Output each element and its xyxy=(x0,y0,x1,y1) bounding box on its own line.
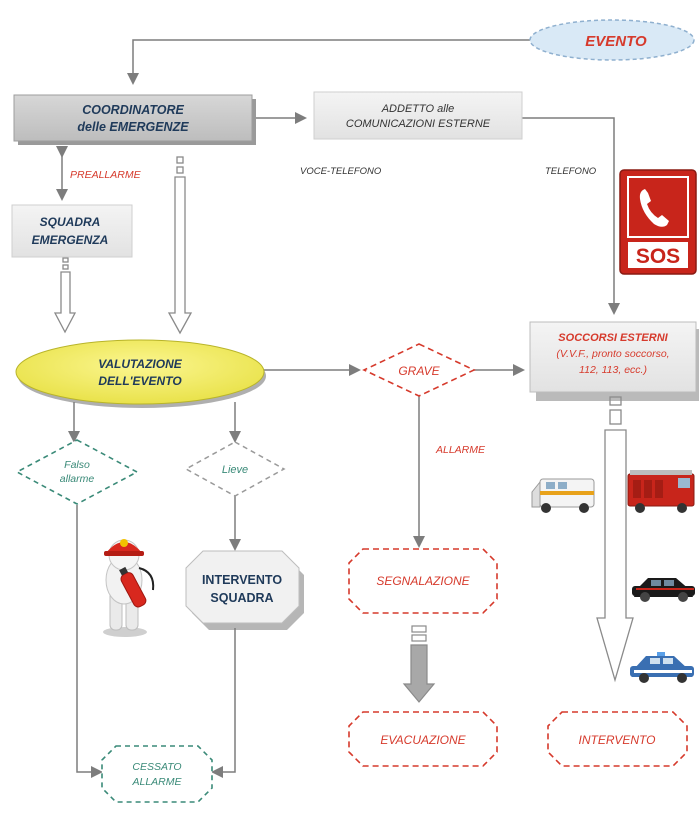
block-arrow-segnalazione-to-evacuazione xyxy=(402,625,436,703)
node-intervento: INTERVENTO xyxy=(547,711,688,767)
node-squadra: SQUADRA EMERGENZA xyxy=(11,204,133,258)
carabinieri-car-icon xyxy=(632,578,695,602)
segnalazione-text: SEGNALAZIONE xyxy=(376,574,470,588)
node-cessato-allarme: CESSATO ALLARME xyxy=(101,745,213,803)
coordinatore-line1: COORDINATORE xyxy=(82,103,184,117)
intervento-text: INTERVENTO xyxy=(579,733,656,747)
sos-text: SOS xyxy=(636,245,680,268)
evento-text: EVENTO xyxy=(585,33,647,50)
label-allarme: ALLARME xyxy=(435,444,486,456)
telephone-handset-icon xyxy=(639,189,669,227)
node-intervento-squadra: INTERVENTO SQUADRA xyxy=(185,550,304,630)
node-addetto: ADDETTO alle COMUNICAZIONI ESTERNE xyxy=(313,91,523,140)
node-valutazione: VALUTAZIONE DELL'EVENTO xyxy=(15,339,266,408)
evacuazione-text: EVACUAZIONE xyxy=(380,733,466,747)
addetto-line2: COMUNICAZIONI ESTERNE xyxy=(346,118,491,130)
coordinatore-line2: delle EMERGENZE xyxy=(77,120,189,134)
arrow-addetto-to-soccorsi xyxy=(522,117,620,315)
cessato-line1: CESSATO xyxy=(132,761,181,773)
label-preallarme: PREALLARME xyxy=(70,169,142,181)
block-arrow-coordinatore-to-valutazione xyxy=(167,156,193,335)
arrow-evento-to-coordinatore xyxy=(127,39,530,85)
soccorsi-line1: SOCCORSI ESTERNI xyxy=(558,332,668,344)
node-coordinatore: COORDINATORE delle EMERGENZE xyxy=(13,94,256,145)
block-arrow-squadra-to-valutazione xyxy=(53,257,77,334)
valutazione-line1: VALUTAZIONE xyxy=(98,357,183,371)
fire-truck-icon xyxy=(627,470,695,513)
block-arrow-soccorsi-to-intervento xyxy=(596,396,634,683)
connectors xyxy=(56,39,620,778)
soccorsi-line3: 112, 113, ecc.) xyxy=(579,364,647,376)
sos-sign: SOS xyxy=(619,169,697,275)
node-evacuazione: EVACUAZIONE xyxy=(348,711,498,767)
arrow-intervento-squadra-to-cessato xyxy=(211,628,236,778)
node-grave: GRAVE xyxy=(362,343,476,397)
valutazione-line2: DELL'EVENTO xyxy=(98,374,182,388)
intervento-squadra-line2: SQUADRA xyxy=(210,591,273,605)
node-evento: EVENTO xyxy=(529,19,695,61)
falso-line2: allarme xyxy=(60,473,95,485)
grave-text: GRAVE xyxy=(398,364,440,378)
lieve-text: Lieve xyxy=(222,464,248,476)
ambulance-icon xyxy=(531,478,595,513)
label-telefono: TELEFONO xyxy=(545,166,597,177)
node-segnalazione: SEGNALAZIONE xyxy=(348,548,498,614)
police-car-icon xyxy=(630,652,694,683)
arrow-falso-to-cessato xyxy=(76,505,103,778)
falso-line1: Falso xyxy=(64,459,90,471)
addetto-line1: ADDETTO alle xyxy=(381,103,455,115)
node-soccorsi: SOCCORSI ESTERNI (V.V.F., pronto soccors… xyxy=(529,321,699,401)
node-lieve: Lieve xyxy=(184,441,286,497)
label-voce-telefono: VOCE-TELEFONO xyxy=(300,166,382,177)
cessato-line2: ALLARME xyxy=(131,776,182,788)
firefighter-illustration xyxy=(103,539,155,637)
soccorsi-line2: (V.V.F., pronto soccorso, xyxy=(556,348,669,360)
squadra-line2: EMERGENZA xyxy=(32,233,109,247)
squadra-line1: SQUADRA xyxy=(40,215,101,229)
node-falso-allarme: Falso allarme xyxy=(15,439,139,505)
intervento-squadra-line1: INTERVENTO xyxy=(202,573,282,587)
